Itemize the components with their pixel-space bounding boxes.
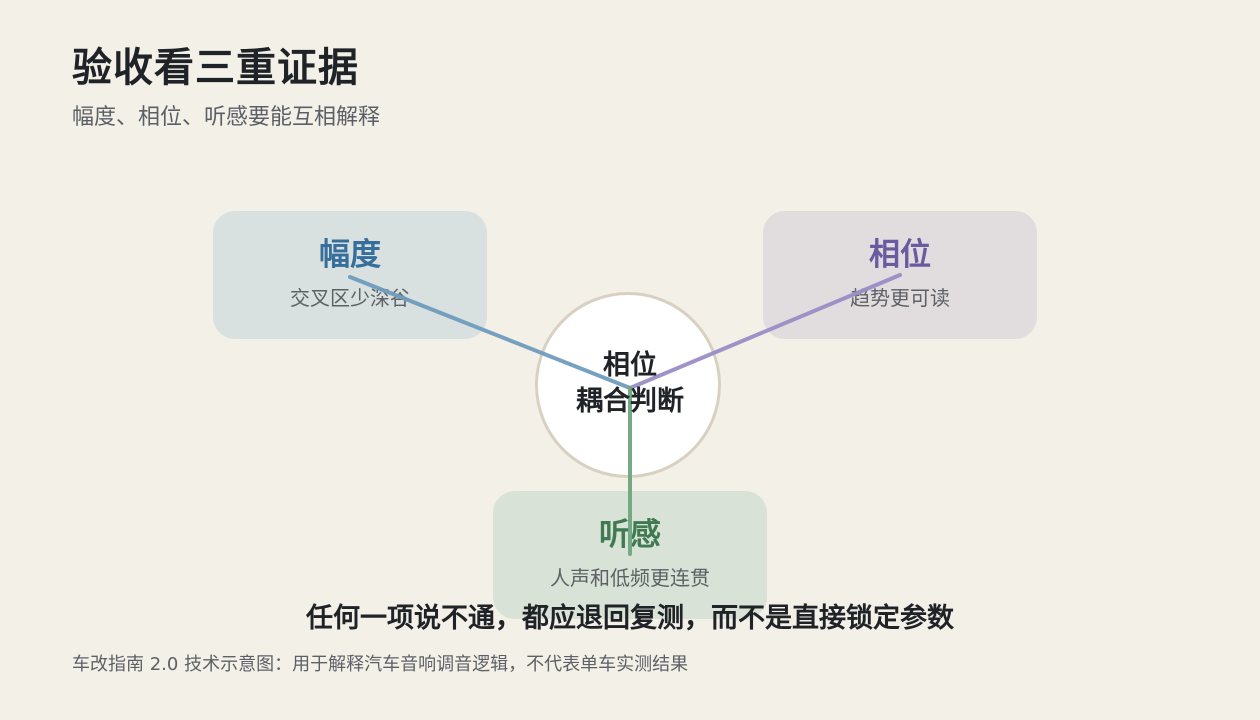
center-label-line1: 相位 <box>603 350 657 381</box>
footnote: 车改指南 2.0 技术示意图：用于解释汽车音响调音逻辑，不代表单车实测结果 <box>72 654 689 675</box>
conclusion-text: 任何一项说不通，都应退回复测，而不是直接锁定参数 <box>306 603 954 634</box>
page-title: 验收看三重证据 <box>72 45 359 91</box>
center-label-line2: 耦合判断 <box>576 386 684 417</box>
amplitude-card-title: 幅度 <box>319 237 381 273</box>
phase-card-subtitle: 趋势更可读 <box>850 286 950 310</box>
center-label: 相位 耦合判断 <box>530 348 730 420</box>
amplitude-card: 幅度 交叉区少深谷 <box>213 211 487 339</box>
phase-card: 相位 趋势更可读 <box>763 211 1037 339</box>
listening-card-title: 听感 <box>599 517 661 553</box>
listening-card-subtitle: 人声和低频更连贯 <box>550 566 710 590</box>
amplitude-card-subtitle: 交叉区少深谷 <box>290 286 410 310</box>
page-subtitle: 幅度、相位、听感要能互相解释 <box>72 105 381 130</box>
phase-card-title: 相位 <box>869 237 931 273</box>
